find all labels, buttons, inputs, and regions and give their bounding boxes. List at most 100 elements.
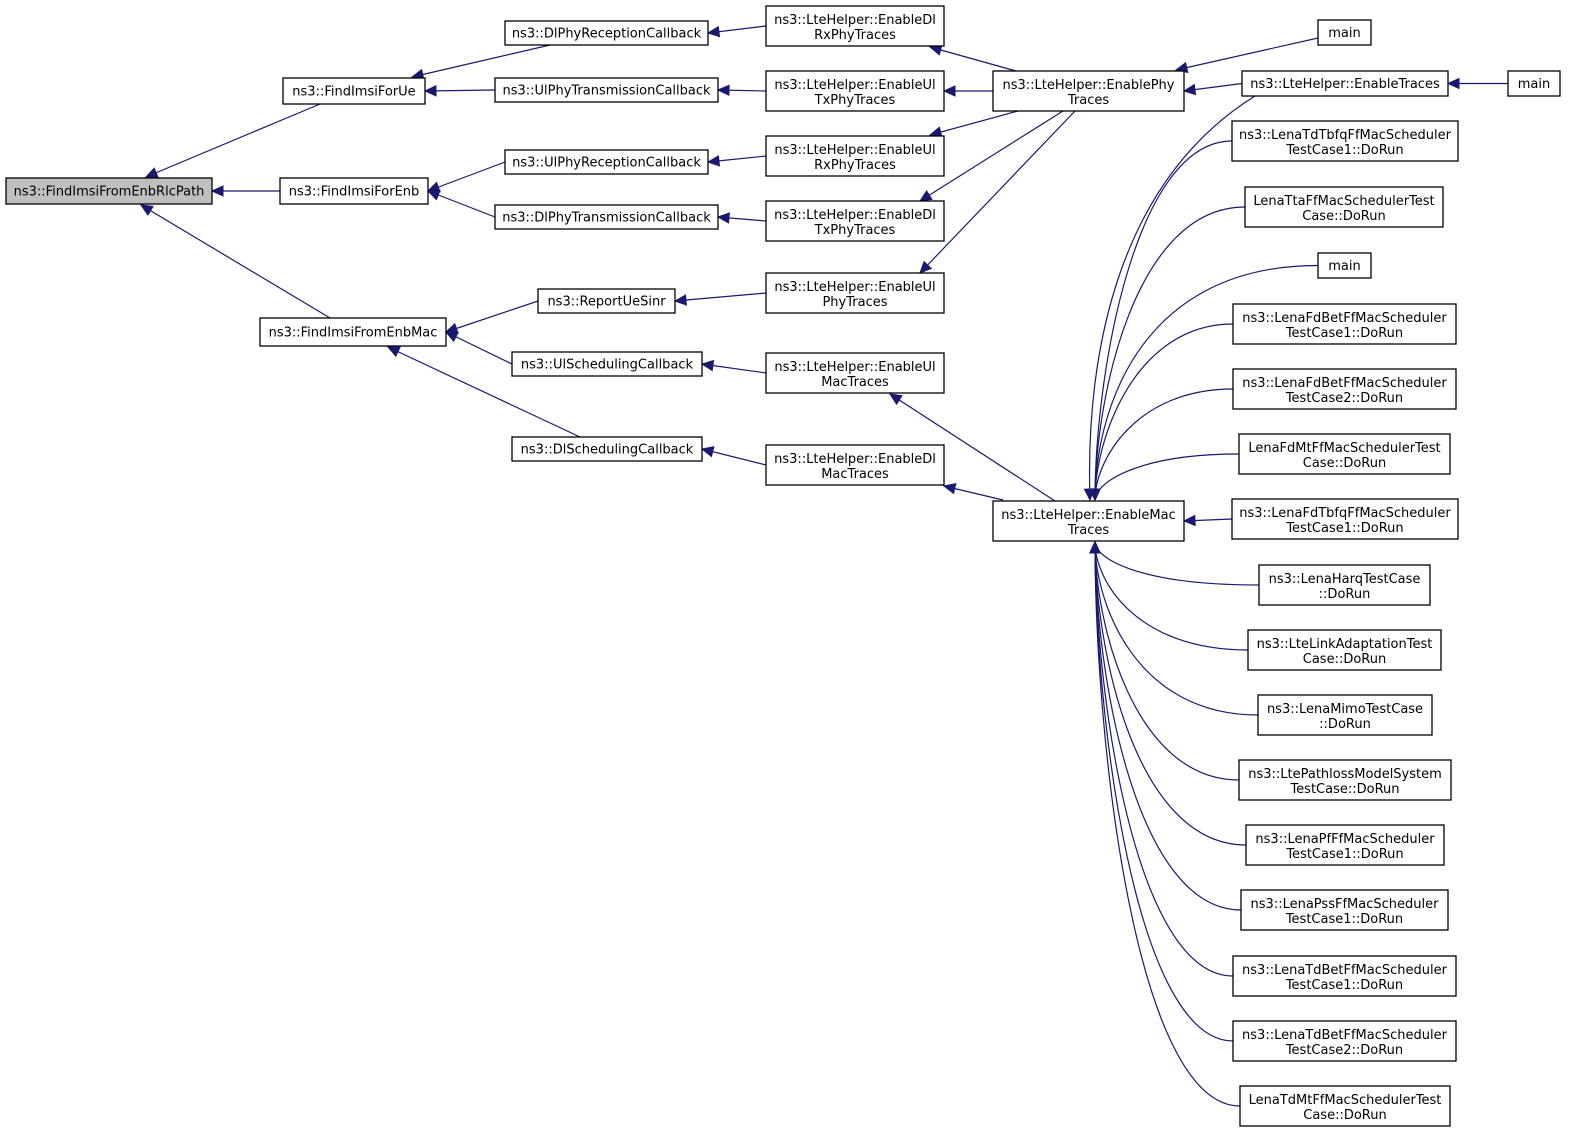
node-label-line: RxPhyTraces <box>814 158 896 173</box>
node-box <box>765 70 945 112</box>
edge-emac-to-eulmac <box>888 393 1056 502</box>
edge-arrowhead <box>716 212 730 224</box>
edge-line <box>145 103 321 178</box>
node-box <box>1232 955 1457 997</box>
node-label-line: ns3::UlPhyReceptionCallback <box>512 156 701 171</box>
edge-ephy-to-edltx <box>918 110 1064 202</box>
edge-ulrxcb-to-enb <box>426 161 506 193</box>
edge-arrowhead <box>673 294 687 306</box>
node-box <box>992 70 1185 112</box>
edge-arrowhead <box>426 189 441 201</box>
node-ue[interactable]: ns3::FindImsiForUe <box>282 77 426 105</box>
node-label-line: TestCase1::DoRun <box>1285 143 1403 158</box>
edge-line <box>1094 206 1246 501</box>
node-mac[interactable]: ns3::FindImsiFromEnbMac <box>259 317 447 347</box>
node-sinr[interactable]: ns3::ReportUeSinr <box>537 288 676 314</box>
node-main1[interactable]: main <box>1317 19 1372 46</box>
node-root[interactable]: ns3::FindImsiFromEnbRlcPath <box>5 177 213 205</box>
node-box <box>1317 19 1372 46</box>
highlighted-node-box <box>5 177 213 205</box>
node-label-line: Traces <box>1067 93 1109 108</box>
node-box <box>765 135 945 177</box>
node-harq[interactable]: ns3::LenaHarqTestCase::DoRun <box>1258 564 1431 606</box>
node-box <box>1245 824 1445 866</box>
node-fdbet1[interactable]: ns3::LenaFdBetFfMacSchedulerTestCase1::D… <box>1232 303 1457 345</box>
edge-line <box>1094 140 1233 501</box>
node-etraces[interactable]: ns3::LteHelper::EnableTraces <box>1241 70 1449 97</box>
edge-line <box>1094 541 1260 586</box>
edge-dltxcb-to-enb <box>426 189 496 218</box>
node-label-line: LenaTtaFfMacSchedulerTest <box>1253 194 1434 209</box>
node-box <box>1507 70 1561 97</box>
edge-line <box>445 331 513 365</box>
node-label-line: ::DoRun <box>1319 717 1371 732</box>
node-label-line: TestCase1::DoRun <box>1285 521 1403 536</box>
edge-arrowhead <box>888 393 903 406</box>
edge-line <box>1175 37 1319 71</box>
node-box <box>1317 252 1372 279</box>
node-tdtbfq[interactable]: ns3::LenaTdTbfqFfMacSchedulerTestCase1::… <box>1231 120 1459 162</box>
node-label-line: Case::DoRun <box>1303 456 1386 471</box>
node-main2[interactable]: main <box>1507 70 1561 97</box>
edge-arrowhead <box>942 85 956 97</box>
node-mimo[interactable]: ns3::LenaMimoTestCase::DoRun <box>1257 694 1433 736</box>
node-ulrxcb[interactable]: ns3::UlPhyReceptionCallback <box>504 149 709 175</box>
node-tdbet1[interactable]: ns3::LenaTdBetFfMacSchedulerTestCase1::D… <box>1232 955 1457 997</box>
node-fdtbfq[interactable]: ns3::LenaFdTbfqFfMacSchedulerTestCase1::… <box>1231 498 1459 540</box>
node-pathloss[interactable]: ns3::LtePathlossModelSystemTestCase::DoR… <box>1238 759 1452 801</box>
node-dltxcb[interactable]: ns3::DlPhyTransmissionCallback <box>494 204 719 230</box>
node-label-line: ns3::LteHelper::EnableMac <box>1001 508 1176 523</box>
node-box <box>537 288 676 314</box>
node-tdbet2[interactable]: ns3::LenaTdBetFfMacSchedulerTestCase2::D… <box>1232 1020 1457 1062</box>
node-box <box>765 5 945 47</box>
edge-line <box>1094 388 1234 501</box>
node-box <box>992 500 1185 542</box>
node-pf[interactable]: ns3::LenaPfFfMacSchedulerTestCase1::DoRu… <box>1245 824 1445 866</box>
node-label-line: TestCase1::DoRun <box>1285 847 1403 862</box>
node-ultxcb[interactable]: ns3::UlPhyTransmissionCallback <box>494 77 719 103</box>
edge-edlrx-to-dlrxcb <box>706 25 767 38</box>
node-label-line: ns3::LteHelper::EnableUl <box>774 78 935 93</box>
node-box <box>504 20 709 46</box>
node-ulsched[interactable]: ns3::UlSchedulingCallback <box>511 351 703 377</box>
node-main3[interactable]: main <box>1317 252 1372 279</box>
node-box <box>765 200 945 242</box>
edge-arrowhead <box>919 260 933 274</box>
node-dlrxcb[interactable]: ns3::DlPhyReceptionCallback <box>504 20 709 46</box>
node-fdbet2[interactable]: ns3::LenaFdBetFfMacSchedulerTestCase2::D… <box>1232 368 1457 410</box>
node-label-line: ns3::DlSchedulingCallback <box>521 443 694 458</box>
node-enb[interactable]: ns3::FindImsiForEnb <box>279 177 429 205</box>
edge-line <box>929 110 1019 136</box>
node-label-line: main <box>1328 26 1360 41</box>
node-box <box>1241 70 1449 97</box>
node-pss[interactable]: ns3::LenaPssFfMacSchedulerTestCase1::DoR… <box>1240 889 1449 931</box>
edge-ephy-to-eultx <box>942 85 993 97</box>
edge-fdmt-to-emac <box>1089 453 1240 502</box>
edge-line <box>1088 95 1256 501</box>
edge-arrowhead <box>706 155 721 167</box>
node-label-line: Traces <box>1067 523 1109 538</box>
node-dlsched[interactable]: ns3::DlSchedulingCallback <box>511 436 703 462</box>
edge-edltx-to-dltxcb <box>716 212 767 224</box>
edge-fdtbfq-to-emac <box>1182 514 1233 527</box>
edge-fdbet1-to-emac <box>1089 323 1234 502</box>
node-label-line: Case::DoRun <box>1302 209 1385 224</box>
node-label-line: TxPhyTraces <box>814 93 896 108</box>
node-label-line: ns3::LteHelper::EnableUl <box>774 280 935 295</box>
node-label-line: MacTraces <box>821 467 889 482</box>
edge-eulphy-to-sinr <box>673 292 767 306</box>
node-label-line: TestCase2::DoRun <box>1285 391 1403 406</box>
